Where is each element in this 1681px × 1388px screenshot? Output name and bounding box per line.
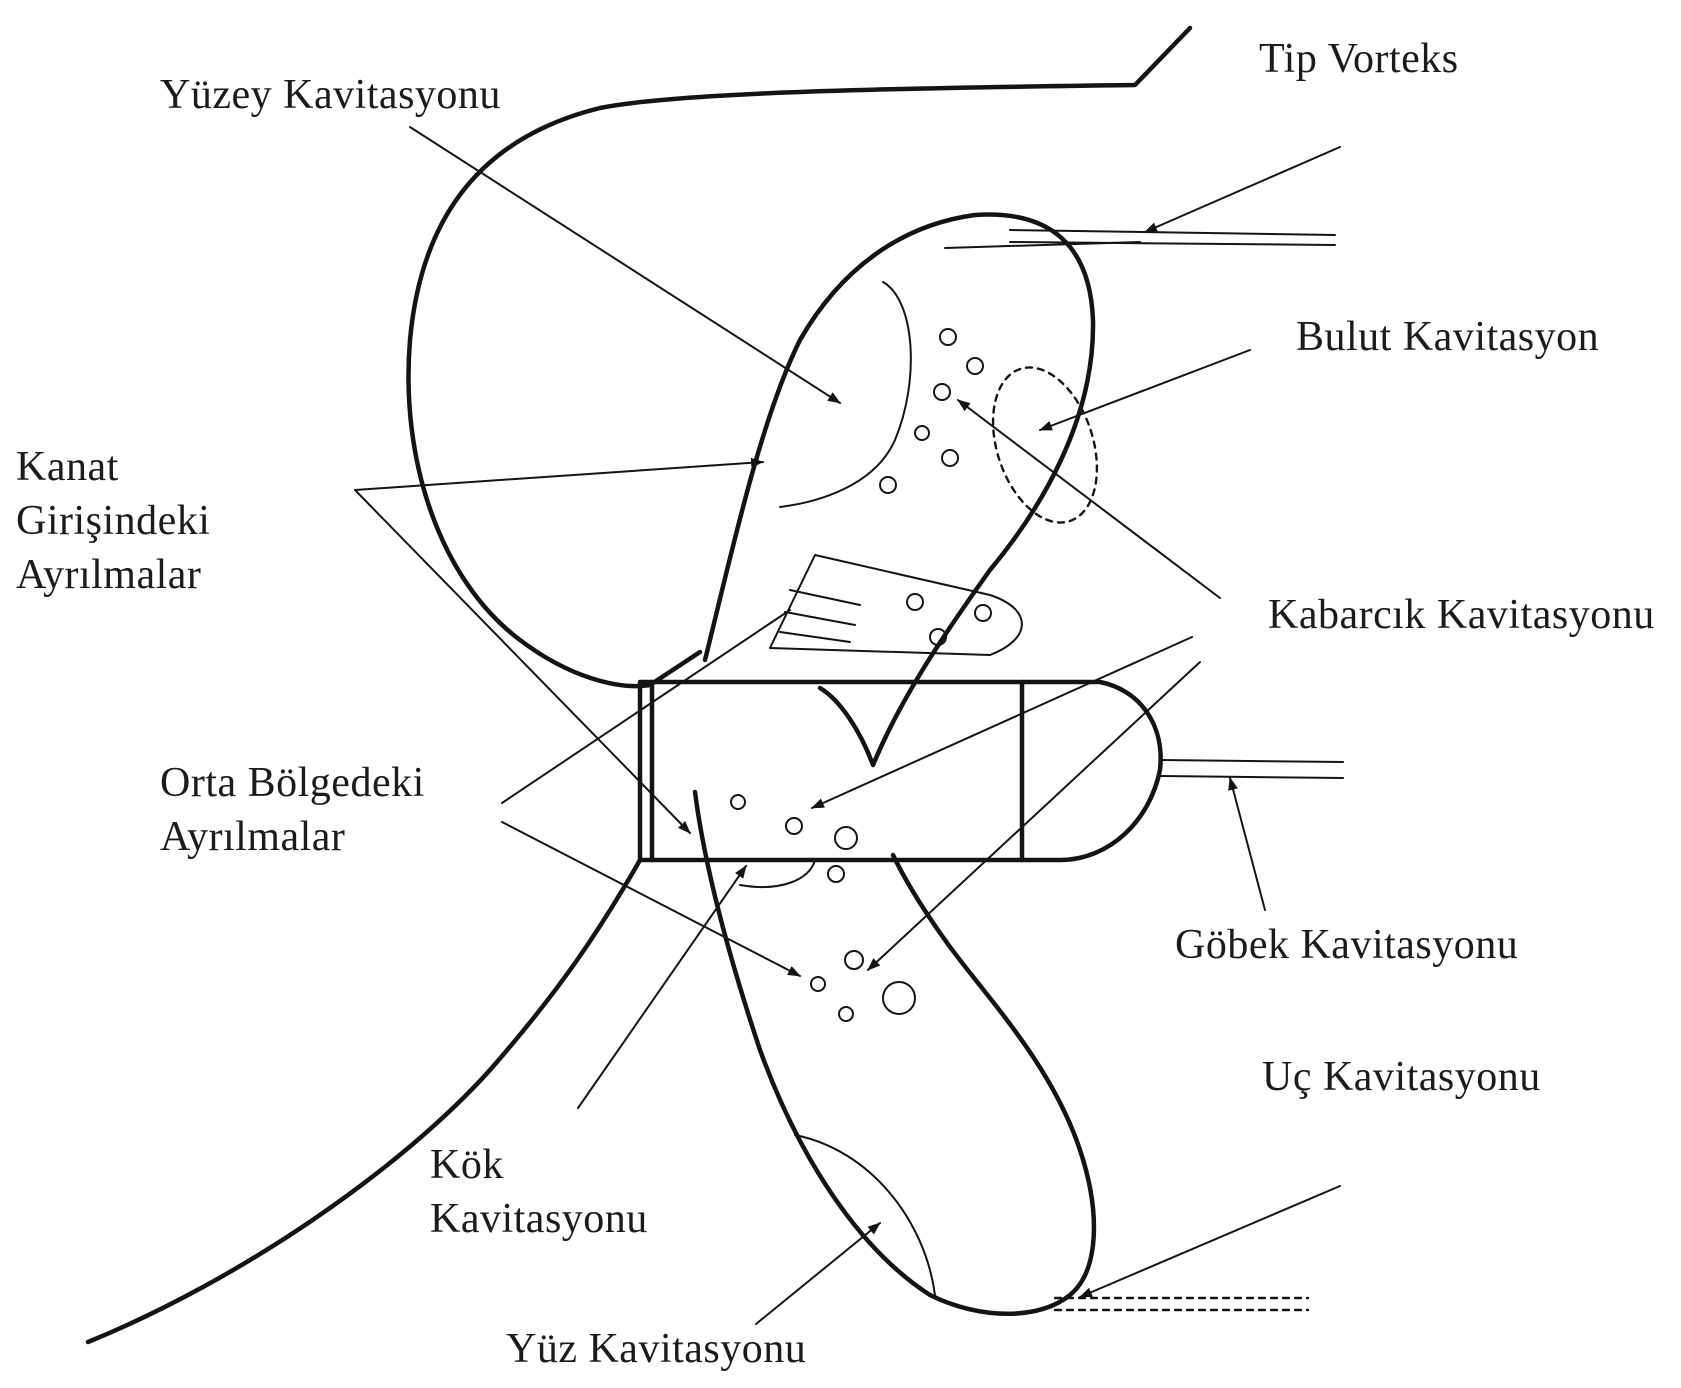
leading-edge-separation-line-1: Kanat: [16, 440, 210, 494]
bubble-markers: [731, 329, 991, 1021]
mid-region-separation-line-2: Ayrılmalar: [160, 810, 425, 864]
mid-region-separation-label: Orta Bölgedeki Ayrılmalar: [160, 756, 425, 864]
leading-edge-separation-label: Kanat Girişindeki Ayrılmalar: [16, 440, 210, 602]
surface-cavitation-label: Yüzey Kavitasyonu: [160, 68, 501, 122]
cloud-cavitation-label: Bulut Kavitasyon: [1296, 310, 1599, 364]
tip-vortex-label: Tip Vorteks: [1259, 32, 1459, 86]
root-cavitation-line-1: Kök: [430, 1138, 648, 1192]
hub-shaft-lines: [1160, 760, 1343, 778]
hub-cavitation-label: Göbek Kavitasyonu: [1175, 918, 1518, 972]
hull-curve: [88, 860, 640, 1342]
mid-region-separation-line-1: Orta Bölgedeki: [160, 756, 425, 810]
tip-cavitation-label: Uç Kavitasyonu: [1262, 1050, 1541, 1104]
tip-cavitation-trail: [1055, 1298, 1308, 1310]
face-cavitation-label: Yüz Kavitasyonu: [506, 1322, 806, 1376]
root-cavitation-line-2: Kavitasyonu: [430, 1192, 648, 1246]
leading-edge-separation-line-3: Ayrılmalar: [16, 548, 210, 602]
leading-edge-separation-line-2: Girişindeki: [16, 494, 210, 548]
root-cavitation-label: Kök Kavitasyonu: [430, 1138, 648, 1246]
lower-blade-outline: [695, 792, 1094, 1314]
bubble-cavitation-label: Kabarcık Kavitasyonu: [1268, 588, 1655, 642]
